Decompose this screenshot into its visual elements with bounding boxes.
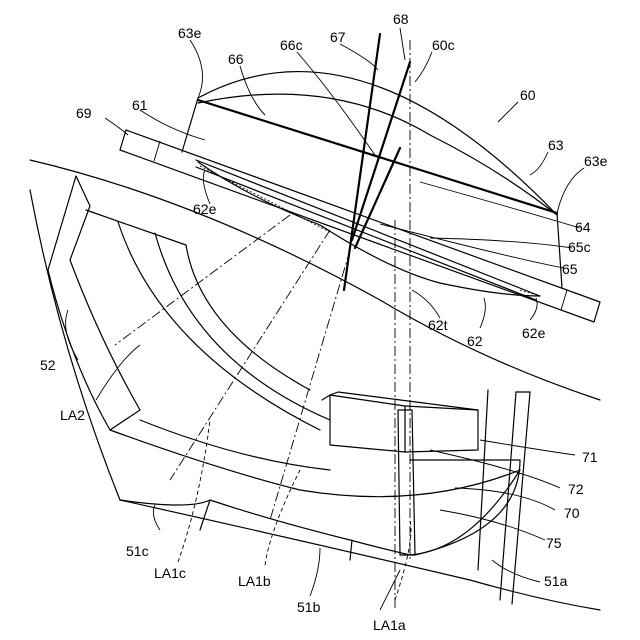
lower-body [30,160,600,610]
label-62e-right: 62e [522,325,546,341]
label-62e-left: 62e [193,201,217,217]
label-75: 75 [546,535,562,551]
guide-bottom [120,470,520,555]
label-61: 61 [132,97,148,113]
guide-lower-edge [110,430,520,497]
label-70: 70 [564,505,580,521]
wall-51a-4 [478,390,488,570]
axis-LA1c [170,230,330,480]
label-51c: 51c [126,543,149,559]
label-65: 65 [562,261,578,277]
outer-arc-63 [198,72,557,215]
post-51c [200,500,210,530]
guide-inner-2 [155,233,330,420]
labels: 63e 66 66c 67 68 60c 60 63 63e 64 65c 65… [40,11,608,633]
block-71 [330,392,478,452]
label-LA1b: LA1b [238,573,271,589]
label-63: 63 [548,137,564,153]
label-60: 60 [520,87,536,103]
label-52: 52 [40,357,56,373]
label-LA2: LA2 [60,407,85,423]
post-51b [350,540,352,560]
axis-LA2 [115,215,290,345]
flange-plate-69 [120,130,600,322]
label-67: 67 [330,29,346,45]
axis-LA1b [270,250,350,520]
label-64: 64 [575,219,591,235]
lens-plate-65-top [196,160,540,296]
label-68: 68 [393,11,409,27]
block-52 [48,176,140,430]
flange-seam-right [561,290,567,310]
prism-72 [398,410,415,555]
guide-top-edge [86,210,310,390]
label-51a: 51a [544,573,568,589]
cover-assembly-60 [120,34,600,560]
label-LA1a: LA1a [373,617,406,633]
block-71-top [322,395,405,452]
label-LA1c: LA1c [154,565,186,581]
label-62: 62 [467,333,483,349]
label-66c: 66c [280,37,303,53]
label-69: 69 [76,105,92,121]
label-60c: 60c [432,37,455,53]
label-71: 71 [582,449,598,465]
prism-75-outer [410,460,520,555]
label-65c: 65c [568,239,591,255]
label-72: 72 [568,481,584,497]
label-63e-right: 63e [584,153,608,169]
flange-seam-left [154,141,160,161]
label-66: 66 [228,51,244,67]
housing-bottom-curve [120,500,600,610]
guide-lower-edge-2 [140,420,330,470]
label-63e-left: 63e [178,25,202,41]
label-62t: 62t [428,317,448,333]
left-wall-63e [182,98,198,152]
label-51b: 51b [297,599,321,615]
